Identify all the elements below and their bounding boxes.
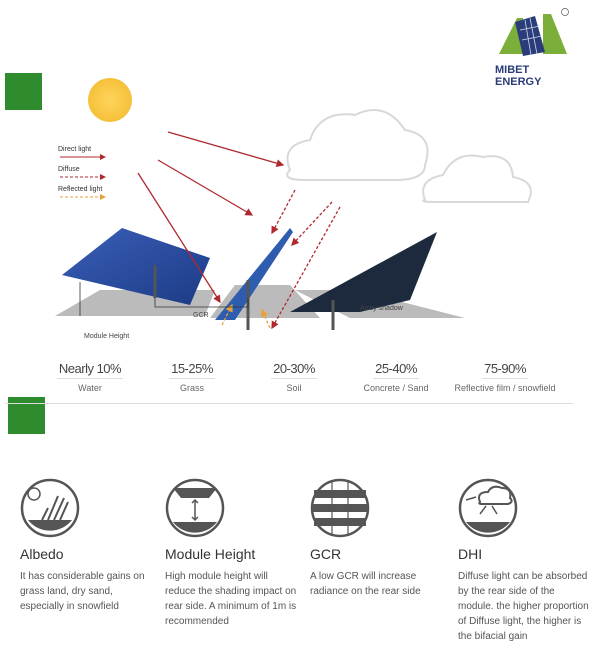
factor-description: A low GCR will increase radiance on the … <box>310 571 421 597</box>
albedo-water: Nearly 10% Water <box>35 360 145 393</box>
albedo-value: Nearly 10% <box>56 361 124 379</box>
legend-direct-light: Direct light <box>58 146 92 153</box>
solar-panel-left <box>62 228 210 305</box>
brand-name: MIBET ENERGY <box>495 64 542 88</box>
factor-description: It has considerable gains on grass land,… <box>20 571 145 612</box>
module-height-label: Module Height <box>84 333 130 340</box>
albedo-value: 20-30% <box>271 361 317 379</box>
factor-dhi: DHI Diffuse light can be absorbed by the… <box>458 478 593 644</box>
surface-label: Concrete / Sand <box>363 383 429 393</box>
albedo-value: 15-25% <box>169 361 215 379</box>
bifacial-diagram <box>55 78 532 330</box>
albedo-grass: 15-25% Grass <box>137 360 247 393</box>
light-rays <box>137 131 341 330</box>
factor-albedo: Albedo It has considerable gains on gras… <box>20 478 155 614</box>
surface-label: Grass <box>179 383 204 393</box>
legend-diffuse: Diffuse <box>58 166 80 173</box>
gcr-marker <box>154 298 249 308</box>
legend-reflected-light: Reflected light <box>58 186 103 193</box>
dhi-icon <box>458 478 518 538</box>
factor-description: Diffuse light can be absorbed by the rea… <box>458 571 589 642</box>
surface-label: Soil <box>286 383 302 393</box>
brand-badge <box>5 73 42 110</box>
module-height-icon <box>165 478 225 538</box>
gcr-icon <box>310 478 370 538</box>
divider <box>5 403 573 404</box>
albedo-concrete-sand: 25-40% Concrete / Sand <box>341 360 451 393</box>
albedo-soil: 20-30% Soil <box>239 360 349 393</box>
albedo-value: 75-90% <box>482 361 528 379</box>
sun-icon <box>88 78 132 122</box>
surface-label: Water <box>78 383 102 393</box>
cloud-icon <box>422 154 532 203</box>
factor-gcr: GCR A low GCR will increase radiance on … <box>310 478 445 599</box>
solar-panel-right <box>290 232 437 312</box>
reflected-rays <box>221 303 271 329</box>
albedo-value: 25-40% <box>373 361 419 379</box>
solar-panel-middle <box>215 228 293 320</box>
factor-title: Albedo <box>20 546 64 562</box>
gcr-label: GCR <box>193 312 209 319</box>
factor-title: GCR <box>310 546 342 562</box>
factor-description: High module height will reduce the shadi… <box>165 571 297 627</box>
surface-label: Reflective film / snowfield <box>454 383 556 393</box>
albedo-reflective-film: 75-90% Reflective film / snowfield <box>440 360 570 393</box>
albedo-icon <box>20 478 80 538</box>
array-shadow-label: Array shadow <box>360 305 403 312</box>
factor-module-height: Module Height High module height will re… <box>165 478 300 629</box>
factor-title: Module Height <box>165 546 256 562</box>
cloud-icon <box>286 109 429 181</box>
mibet-logo: MIBET ENERGY <box>495 6 570 88</box>
factor-title: DHI <box>458 546 483 562</box>
